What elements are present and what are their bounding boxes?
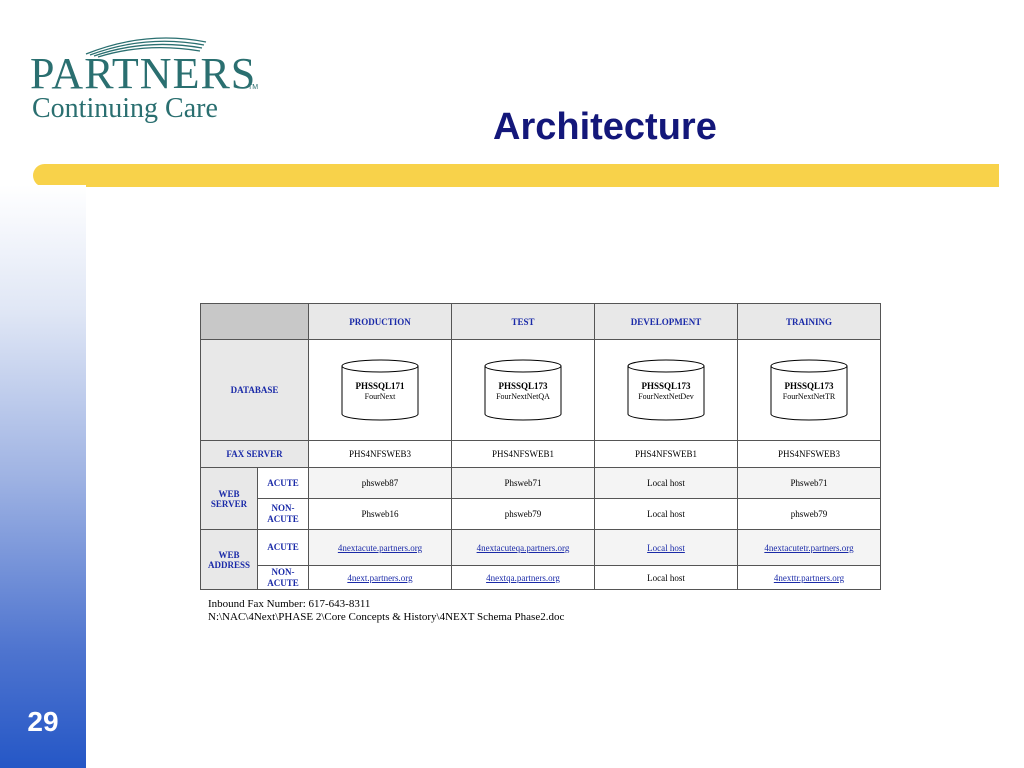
db-cell-training: PHSSQL173 FourNextNetTR [737, 339, 881, 441]
sub-label-non-acute: NON-ACUTE [257, 565, 309, 590]
sub-label-acute: ACUTE [257, 529, 309, 566]
footnotes: Inbound Fax Number: 617-643-8311 N:\NAC\… [208, 598, 564, 624]
web-address-link[interactable]: 4nextacute.partners.org [337, 542, 423, 553]
web-address-nonacute-production: 4next.partners.org [308, 565, 452, 590]
database-cylinder-icon: PHSSQL173 FourNextNetTR [769, 358, 849, 422]
gradient-sidebar [0, 185, 86, 768]
fax-server-training: PHS4NFSWEB3 [737, 440, 881, 468]
database-cylinder-icon: PHSSQL173 FourNextNetQA [483, 358, 563, 422]
fax-server-production: PHS4NFSWEB3 [308, 440, 452, 468]
web-address-acute-development: Local host [594, 529, 738, 566]
db-name: PHSSQL173 [498, 381, 548, 391]
logo-trademark: TM [248, 84, 259, 91]
row-label-fax-server: FAX SERVER [200, 440, 309, 468]
web-address-nonacute-test: 4nextqa.partners.org [451, 565, 595, 590]
slide-title: Architecture [493, 106, 717, 148]
web-server-nonacute-test: phsweb79 [451, 498, 595, 530]
web-address-acute-row: WEB ADDRESS ACUTE 4nextacute.partners.or… [200, 529, 881, 590]
web-address-nonacute-training: 4nexttr.partners.org [737, 565, 881, 590]
db-sub: FourNextNetQA [496, 392, 550, 401]
web-server-acute-row: WEB SERVER ACUTE phsweb87 Phsweb71 Local… [200, 467, 881, 530]
col-header-production: PRODUCTION [308, 303, 452, 340]
corner-cell [200, 303, 309, 340]
db-cell-production: PHSSQL171 FourNext [308, 339, 452, 441]
web-address-link[interactable]: 4nexttr.partners.org [773, 572, 845, 583]
accent-bar [33, 164, 999, 187]
web-address-nonacute-development: Local host [594, 565, 738, 590]
col-header-test: TEST [451, 303, 595, 340]
db-name: PHSSQL173 [784, 381, 834, 391]
fax-server-test: PHS4NFSWEB1 [451, 440, 595, 468]
page-number: 29 [27, 706, 59, 737]
document-path-note: N:\NAC\4Next\PHASE 2\Core Concepts & His… [208, 611, 565, 623]
web-server-acute-production: phsweb87 [308, 467, 452, 499]
db-cell-test: PHSSQL173 FourNextNetQA [451, 339, 595, 441]
web-address-link[interactable]: 4nextacuteqa.partners.org [476, 542, 570, 553]
database-cylinder-icon: PHSSQL173 FourNextNetDev [626, 358, 706, 422]
logo-continuing-care-text: Continuing Care [32, 93, 218, 124]
web-server-nonacute-training: phsweb79 [737, 498, 881, 530]
web-server-nonacute-development: Local host [594, 498, 738, 530]
db-sub: FourNext [364, 392, 396, 401]
logo-partners-text: PARTNERS [30, 49, 257, 98]
fax-server-development: PHS4NFSWEB1 [594, 440, 738, 468]
web-address-link[interactable]: Local host [647, 542, 685, 553]
web-address-link[interactable]: 4nextqa.partners.org [486, 572, 560, 583]
web-address-acute-test: 4nextacuteqa.partners.org [451, 529, 595, 566]
db-sub: FourNextNetDev [638, 392, 694, 401]
partners-logo: PARTNERS TM Continuing Care [26, 28, 266, 128]
logo-arcs-icon [85, 37, 207, 58]
web-server-nonacute-production: Phsweb16 [308, 498, 452, 530]
web-address-acute-production: 4nextacute.partners.org [308, 529, 452, 566]
sub-label-acute: ACUTE [257, 467, 309, 499]
web-address-nonacute-row: NON-ACUTE 4next.partners.org 4nextqa.par… [201, 565, 881, 590]
row-label-database: DATABASE [200, 339, 309, 441]
db-name: PHSSQL171 [355, 381, 405, 391]
db-sub: FourNextNetTR [782, 392, 836, 401]
web-address-link[interactable]: 4next.partners.org [347, 572, 413, 583]
web-address-acute-training: 4nextacutetr.partners.org [737, 529, 881, 566]
web-server-nonacute-row: NON-ACUTE Phsweb16 phsweb79 Local host p… [201, 498, 881, 530]
inbound-fax-note: Inbound Fax Number: 617-643-8311 [208, 598, 371, 610]
architecture-table: PRODUCTION TEST DEVELOPMENT TRAINING DAT… [200, 303, 881, 590]
sub-label-non-acute: NON-ACUTE [257, 498, 309, 530]
web-server-acute-test: Phsweb71 [451, 467, 595, 499]
db-cell-development: PHSSQL173 FourNextNetDev [594, 339, 738, 441]
web-server-acute-development: Local host [594, 467, 738, 499]
col-header-training: TRAINING [737, 303, 881, 340]
col-header-development: DEVELOPMENT [594, 303, 738, 340]
row-label-web-address: WEB ADDRESS [200, 529, 258, 590]
fax-server-row: FAX SERVER PHS4NFSWEB3 PHS4NFSWEB1 PHS4N… [200, 440, 881, 468]
web-address-link[interactable]: 4nextacutetr.partners.org [764, 542, 854, 553]
db-name: PHSSQL173 [641, 381, 691, 391]
header-row: PRODUCTION TEST DEVELOPMENT TRAINING [200, 303, 881, 340]
database-cylinder-icon: PHSSQL171 FourNext [340, 358, 420, 422]
row-label-web-server: WEB SERVER [200, 467, 258, 530]
database-row: DATABASE PHSSQL171 FourNext PHSSQL173 Fo… [200, 339, 881, 441]
web-server-acute-training: Phsweb71 [737, 467, 881, 499]
